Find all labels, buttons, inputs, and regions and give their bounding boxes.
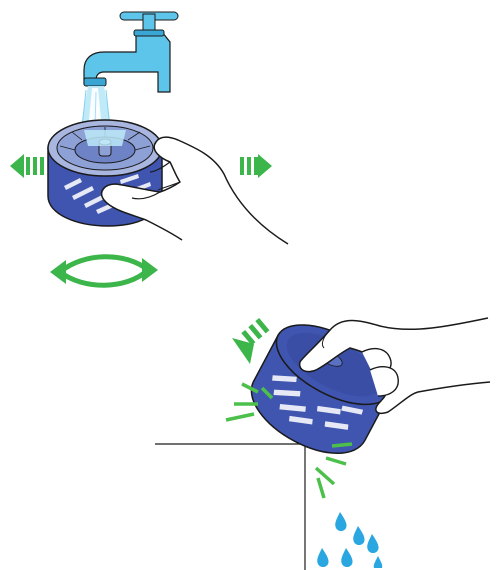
rotate-arrow-icon [50, 254, 158, 288]
step-rinse-under-tap [10, 11, 289, 288]
hand-icon [100, 136, 289, 245]
tap-icon [83, 11, 179, 93]
shake-left-arrow-icon [10, 154, 44, 178]
step-tap-on-edge [155, 317, 491, 570]
hand-icon [298, 317, 491, 414]
shake-right-arrow-icon [240, 154, 272, 178]
water-drops-icon [317, 512, 383, 568]
filter-icon [250, 324, 392, 454]
table-edge [155, 443, 306, 570]
impact-lines-icon [225, 382, 353, 499]
tap-motion-arrow-icon [232, 317, 270, 364]
